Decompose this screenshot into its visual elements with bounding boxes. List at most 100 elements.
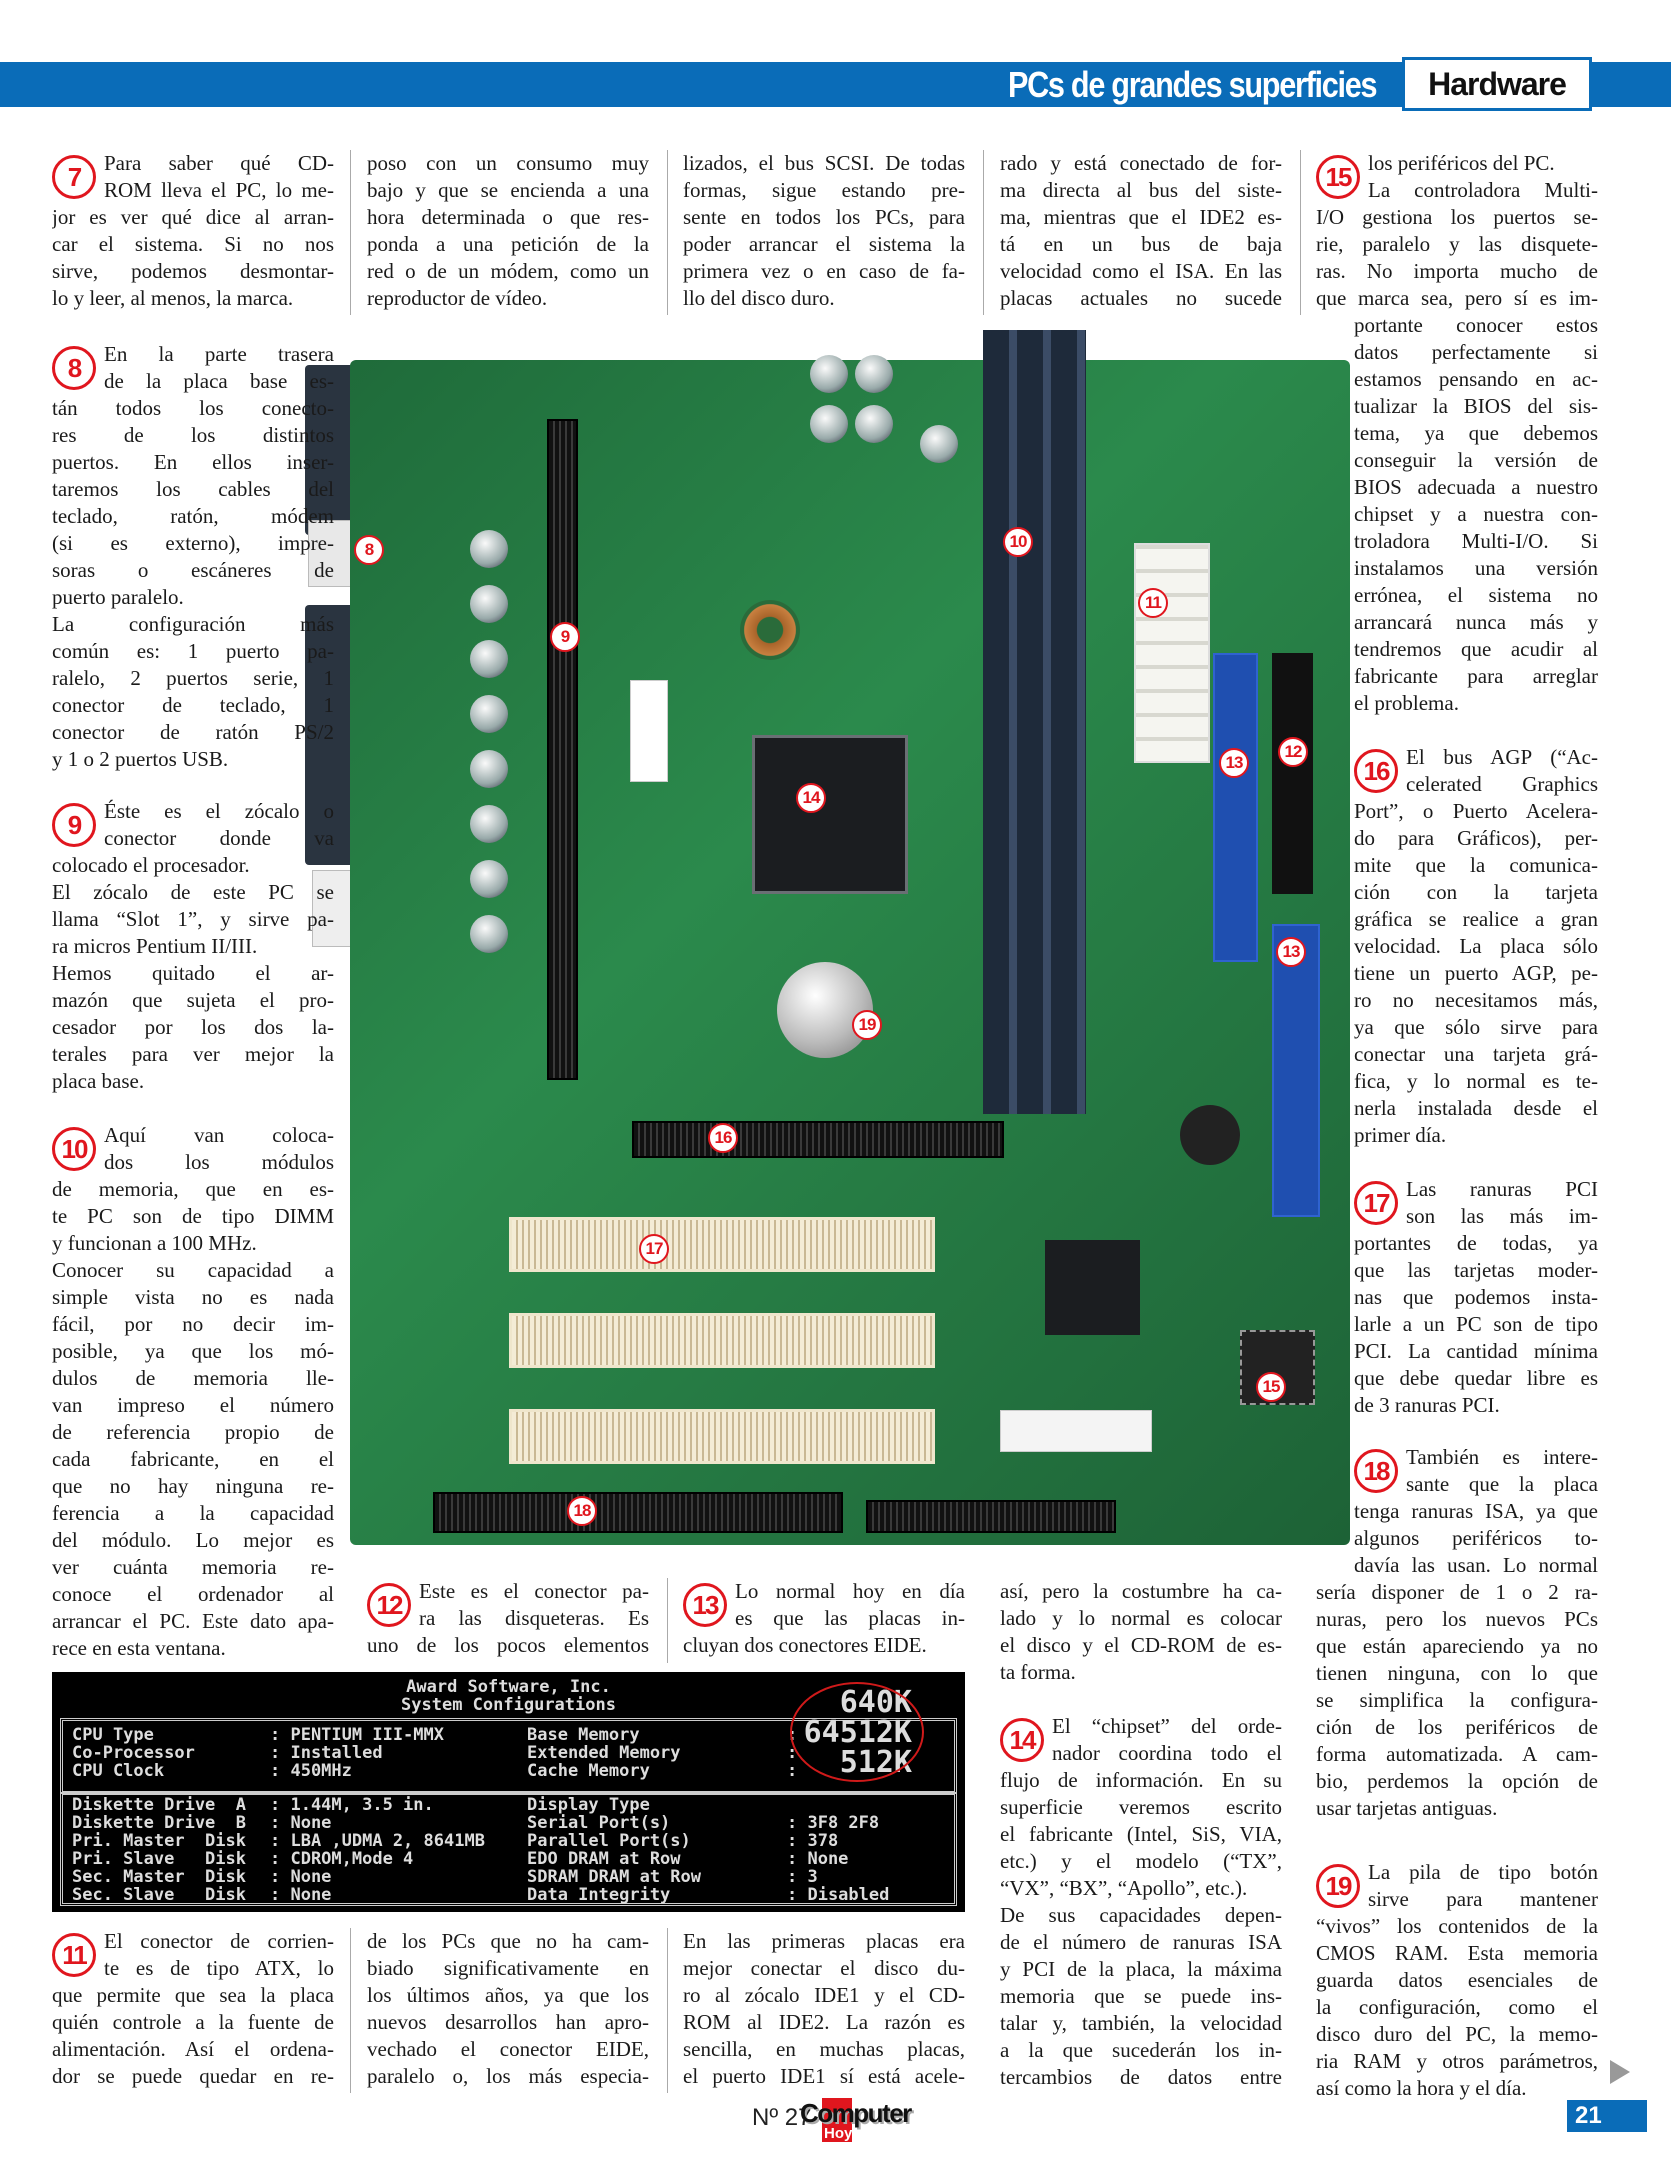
bios-field-label: Sec. Master Disk <box>72 1867 246 1887</box>
text-line: En la parte trasera <box>104 342 334 366</box>
text-line: CMOS RAM. Esta memoria <box>1316 1941 1598 1965</box>
callout-badge: 12 <box>1278 737 1308 767</box>
text-line: BIOS adecuada a nuestro <box>1354 475 1598 499</box>
text-line: colocado el procesador. <box>52 853 250 877</box>
text-line: ralelo, 2 puertos serie, 1 <box>52 666 334 690</box>
text-line: El zócalo de este PC se <box>52 880 334 904</box>
callout-badge: 19 <box>852 1010 882 1040</box>
text-line: sencilla, en muchas placas, <box>683 2037 965 2061</box>
callout-badge: 14 <box>796 783 826 813</box>
text-line: que están apareciendo ya no <box>1316 1634 1598 1658</box>
text-line: placa base. <box>52 1069 145 1093</box>
text-line: y PCI de la placa, la máxima <box>1000 1957 1282 1981</box>
capacitor <box>855 405 893 443</box>
text-line: ponda a una petición de la <box>367 232 649 256</box>
paragraph-14: El “chipset” del orde-nador coordina tod… <box>1000 1713 1282 2091</box>
buzzer <box>1180 1105 1240 1165</box>
text-line: ver cuánta memoria re- <box>52 1555 334 1579</box>
text-line: el problema. <box>1354 691 1459 715</box>
text-line: quién controle a la fuente de <box>52 2010 334 2034</box>
text-line: y funcionan a 100 MHz. <box>52 1231 257 1255</box>
text-line: ma directa al bus del siste- <box>1000 178 1282 202</box>
text-line: bajo y que se encienda a una <box>367 178 649 202</box>
isa-slot <box>866 1500 1116 1533</box>
callout-badge: 11 <box>1138 588 1168 618</box>
text-line: ra las disqueteras. Es <box>419 1606 649 1630</box>
text-line: algunos periféricos to- <box>1354 1526 1598 1550</box>
text-line: red o de un módem, como un <box>367 259 649 283</box>
text-line: nas que podemos insta- <box>1354 1285 1598 1309</box>
bios-field-label: Serial Port(s) <box>527 1813 671 1833</box>
text-line: tá en un bus de baja <box>1000 232 1282 256</box>
text-line: rie, paralelo y las disquete- <box>1316 232 1598 256</box>
callout-badge: 17 <box>639 1234 669 1264</box>
logo-red-block <box>822 2098 852 2142</box>
text-line: ROM lleva el PC, lo me- <box>104 178 334 202</box>
text-line: De sus capacidades depen- <box>1000 1903 1282 1927</box>
capacitor <box>810 355 848 393</box>
text-line: de 3 ranuras PCI. <box>1354 1393 1500 1417</box>
bios-field-label: Parallel Port(s) <box>527 1831 691 1851</box>
text-line: dulos de memoria lle- <box>52 1366 334 1390</box>
text-line: jor es ver qué dice al arran- <box>52 205 334 229</box>
text-line: hora determinada o que res- <box>367 205 649 229</box>
logo-subtext: Hoy <box>824 2125 853 2142</box>
text-line: davía las usan. Lo normal <box>1354 1553 1598 1577</box>
text-line: que marca sea, pero sí es im- <box>1316 286 1598 310</box>
bios-field-label: Diskette Drive B <box>72 1813 246 1833</box>
number-badge: 18 <box>1354 1449 1398 1493</box>
bios-field-label: Diskette Drive A <box>72 1795 246 1815</box>
text-line: conector donde va <box>104 826 334 850</box>
text-line: mazón que sujeta el pro- <box>52 988 334 1012</box>
callout-badge: 13 <box>1276 937 1306 967</box>
text-line: ción con la tarjeta <box>1354 880 1598 904</box>
callout-badge: 8 <box>354 535 384 565</box>
text-line: talar y, también, la velocidad <box>1000 2011 1282 2035</box>
text-line: conector de ratón PS/2 <box>52 720 334 744</box>
callout-badge: 9 <box>550 622 580 652</box>
triangle-right-icon <box>1610 2060 1630 2084</box>
page-number: 21 <box>1567 2100 1647 2132</box>
text-line: El conector de corrien- <box>104 1929 334 1953</box>
text-line: Hemos quitado el ar- <box>52 961 334 985</box>
bios-field-value: : 3 <box>787 1867 818 1887</box>
text-line: el disco y el CD-ROM de es- <box>1000 1633 1282 1657</box>
text-line: La controladora Multi- <box>1368 178 1598 202</box>
text-line: ta forma. <box>1000 1660 1076 1684</box>
text-line: Éste es el zócalo o <box>104 799 334 823</box>
callout-badge: 10 <box>1003 527 1033 557</box>
paragraph-18-continued: sería disponer de 1 o 2 ra-nuras, pero l… <box>1316 1579 1598 1822</box>
label-sticker <box>630 680 668 782</box>
text-line: de el número de ranuras ISA <box>1000 1930 1282 1954</box>
text-line: así, pero la costumbre ha ca- <box>1000 1579 1282 1603</box>
text-line: conoce el ordenador al <box>52 1582 334 1606</box>
bios-field-value: : Installed <box>270 1743 383 1763</box>
text-line: de memoria, que en es- <box>52 1177 334 1201</box>
text-line: dos los módulos <box>104 1150 334 1174</box>
text-line: teclado, ratón, módem <box>52 504 334 528</box>
bios-field-label: Sec. Slave Disk <box>72 1885 246 1905</box>
chipset-chip <box>752 735 908 894</box>
text-line: así como la hora y el día. <box>1316 2076 1527 2100</box>
text-line: ROM al IDE2. La razón es <box>683 2010 965 2034</box>
text-line: El bus AGP (“Ac- <box>1406 745 1598 769</box>
capacitor <box>470 750 508 788</box>
text-line: “vivos” los contenidos de la <box>1316 1914 1598 1938</box>
text-line: de referencia propio de <box>52 1420 334 1444</box>
text-line: primera vez o en caso de fa- <box>683 259 965 283</box>
text-line: fabricante para arreglar <box>1354 664 1598 688</box>
pci-slot <box>509 1217 935 1272</box>
text-line: troladora Multi-I/O. Si <box>1354 529 1598 553</box>
text-line: estamos pensando en ac- <box>1354 367 1598 391</box>
bios-field-value: : 1.44M, 3.5 in. <box>270 1795 434 1815</box>
text-line: Port”, o Puerto Acelera- <box>1354 799 1598 823</box>
text-line: alimentación. Así el ordena- <box>52 2037 334 2061</box>
capacitor <box>470 805 508 843</box>
text-line: soras o escáneres de <box>52 558 334 582</box>
text-line: se simplifica la configura- <box>1316 1688 1598 1712</box>
text-line: cada fabricante, en el <box>52 1447 334 1471</box>
text-line: errónea, el sistema no <box>1354 583 1598 607</box>
number-badge: 19 <box>1316 1864 1360 1908</box>
text-line: etc.) y el modelo (“TX”, <box>1000 1849 1282 1873</box>
paragraph-9: Éste es el zócalo o conector donde va colo… <box>52 798 334 1095</box>
